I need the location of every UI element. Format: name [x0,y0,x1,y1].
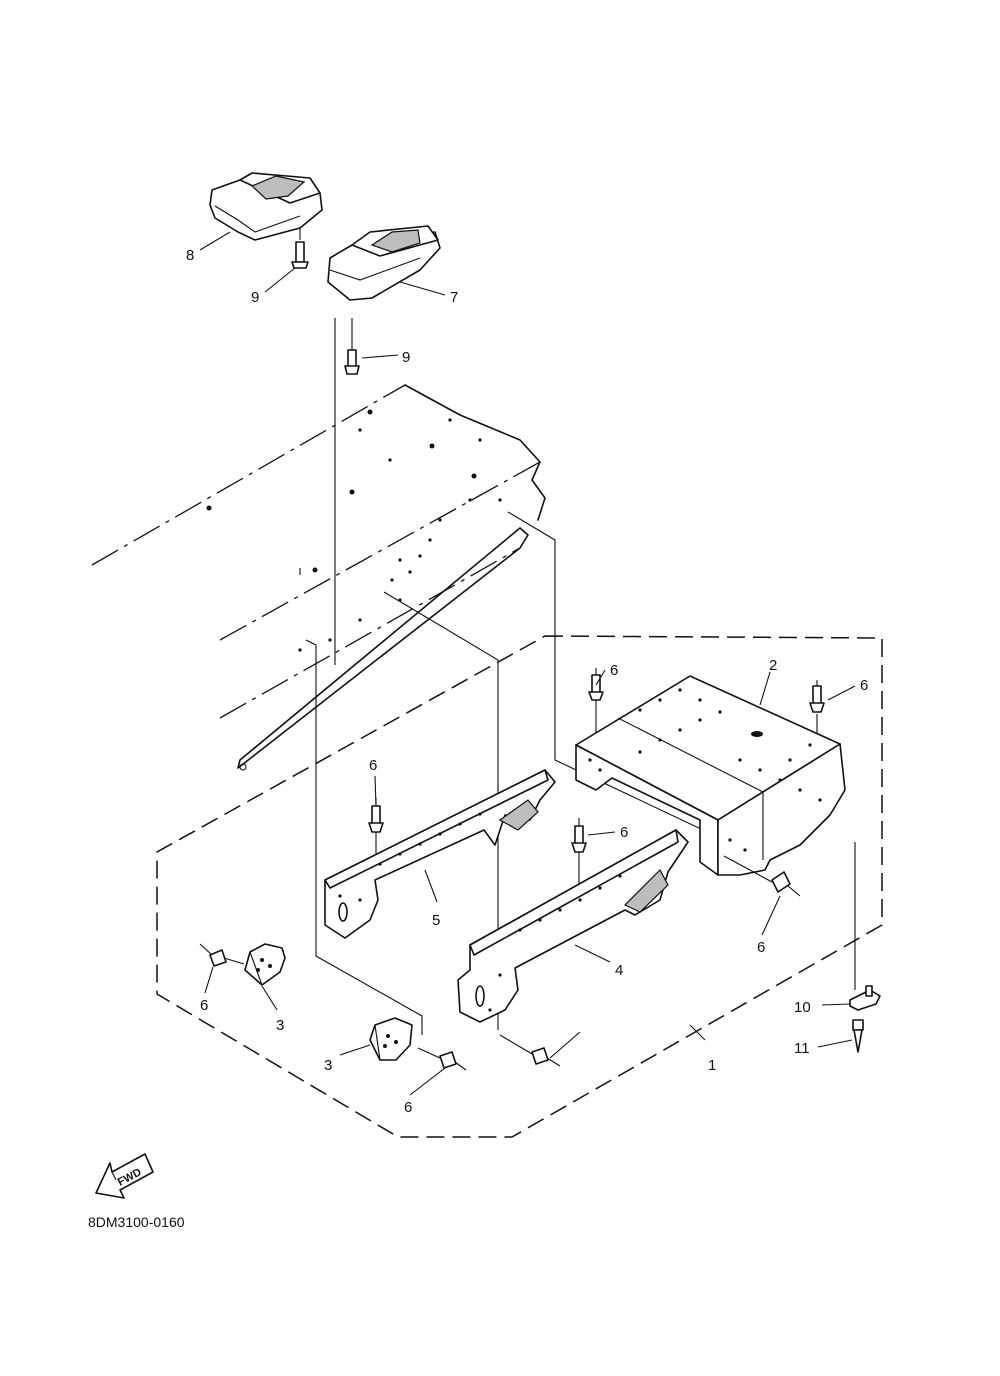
alignment-lines [299,225,856,1035]
callout-6-pad-upper: 6 [200,997,208,1014]
callout-6-cover: 6 [757,939,765,956]
part-6-rivet-5[interactable] [723,855,801,897]
part-3-bumper-pad-lower[interactable] [369,1017,413,1061]
callout-1: 1 [708,1057,716,1074]
part-6-rivet-6[interactable] [199,943,245,967]
part-11-fastener[interactable] [852,1019,864,1053]
callout-9-upper: 9 [251,289,259,306]
callout-8: 8 [186,247,194,264]
part-8-instrument-housing[interactable] [209,172,323,241]
callout-6-top-right: 6 [860,677,868,694]
part-4-side-rail[interactable] [457,829,689,1023]
main-body-reference [91,384,546,771]
part-2-cover-panel[interactable] [575,675,846,876]
callout-6-rail-upper: 6 [369,757,377,774]
part-7-instrument-housing[interactable] [327,225,441,301]
callout-4: 4 [615,962,623,979]
part-5-side-rail[interactable] [324,769,556,939]
part-6-rivet-2[interactable] [809,680,825,713]
part-9-screw-lower[interactable] [344,349,360,375]
callout-2: 2 [769,657,777,674]
callout-7: 7 [450,289,458,306]
callout-6-top-left: 6 [610,662,618,679]
part-6-rivet-4[interactable] [571,818,587,853]
fwd-direction-arrow: FWD [95,1153,154,1199]
callout-labels: 1 2 3 3 4 5 6 6 6 6 6 6 6 7 8 9 9 10 11 … [186,247,868,1116]
part-6-rivet-7[interactable] [417,1047,467,1071]
callout-10: 10 [794,999,811,1016]
callout-6-rail-lower: 6 [620,824,628,841]
callout-9-lower: 9 [402,349,410,366]
diagram-code: 8DM3100-0160 [88,1214,185,1230]
callout-5: 5 [432,912,440,929]
callout-3-upper: 3 [276,1017,284,1034]
callout-leaders [199,231,856,1096]
part-10-clip[interactable] [849,985,881,1011]
part-3-bumper-pad-upper[interactable] [244,943,286,986]
assembly-boundary-dashed [156,635,883,1138]
callout-3-lower: 3 [324,1057,332,1074]
callout-6-pad-lower: 6 [404,1099,412,1116]
part-9-screw-upper[interactable] [291,241,309,269]
part-6-rivet-8[interactable] [499,1034,561,1067]
callout-11: 11 [794,1040,810,1057]
